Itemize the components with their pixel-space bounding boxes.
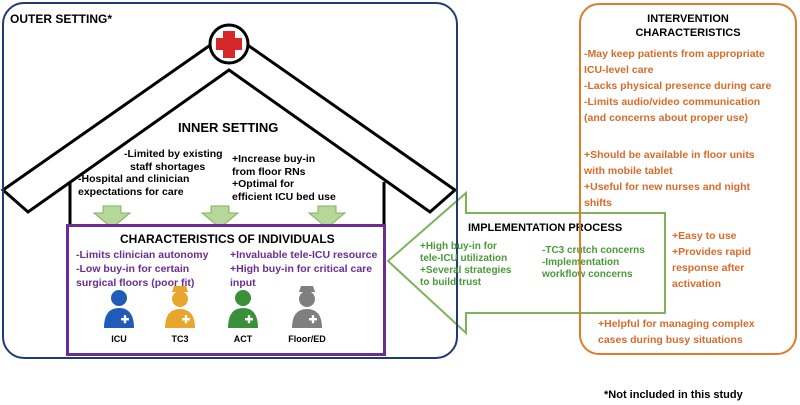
intervention-negative-line: ICU-level care xyxy=(584,64,654,76)
intervention-frame xyxy=(579,3,797,355)
inner-negative-line: -Hospital and clinician xyxy=(78,173,190,185)
individuals-title: CHARACTERISTICS OF INDIVIDUALS xyxy=(120,232,335,246)
intervention-positive-line: with mobile tablet xyxy=(584,165,673,177)
individual-positive-line: input xyxy=(230,277,256,289)
individual-negative-line: -Low buy-in for certain xyxy=(76,263,190,275)
floor-ed-nurse-icon xyxy=(292,286,322,328)
down-arrow-right xyxy=(307,205,347,229)
inner-setting-positives: +Increase buy-in from floor RNs +Optimal… xyxy=(232,153,336,203)
person-label-act: ACT xyxy=(233,334,253,344)
intervention-positive-line: +Easy to use xyxy=(672,230,737,242)
intervention-positive-line: +Should be available in floor units xyxy=(584,149,755,161)
outer-setting-title: OUTER SETTING* xyxy=(10,12,113,26)
intervention-positive-line: activation xyxy=(672,278,722,290)
intervention-title-line: CHARACTERISTICS xyxy=(635,27,741,39)
inner-negative-line: expectations for care xyxy=(78,185,184,198)
intervention-negative-line: (and concerns about proper use) xyxy=(584,112,748,124)
inner-positive-line: from floor RNs xyxy=(232,165,306,178)
individuals-negatives: -Limits clinician autonomy -Low buy-in f… xyxy=(76,248,208,290)
person-label-tc3: TC3 xyxy=(171,334,189,344)
intervention-positive-line: cases during busy situations xyxy=(598,334,743,346)
implementation-positives: +High buy-in for tele-ICU utilization +S… xyxy=(420,241,511,289)
intervention-positives-c: +Helpful for managing complex cases duri… xyxy=(598,316,755,348)
inner-negative-line: staff shortages xyxy=(130,160,206,173)
down-arrow-middle xyxy=(200,205,240,229)
implementation-negative-line: workflow concerns xyxy=(542,269,633,280)
icu-person-icon xyxy=(104,290,134,328)
individuals-positives: +Invaluable tele-ICU resource +High buy-… xyxy=(230,248,377,290)
individual-negative-line: -Limits clinician autonomy xyxy=(76,249,209,261)
footnote: *Not included in this study xyxy=(604,389,743,401)
hospital-cross-icon xyxy=(208,23,250,65)
intervention-positive-line: +Helpful for managing complex xyxy=(598,318,755,330)
intervention-title: INTERVENTION CHARACTERISTICS xyxy=(584,12,792,40)
outer-setting-frame xyxy=(2,2,458,359)
person-label-floor-ed: Floor/ED xyxy=(288,334,326,344)
intervention-positive-line: shifts xyxy=(584,197,613,209)
individual-positive-line: +Invaluable tele-ICU resource xyxy=(230,249,378,261)
implementation-positive-line: to build trust xyxy=(420,277,482,288)
intervention-negative-line: -May keep patients from appropriate xyxy=(584,48,765,60)
inner-positive-line: efficient ICU bed use xyxy=(232,190,336,203)
individuals-frame xyxy=(66,224,386,356)
tc3-nurse-icon xyxy=(165,286,195,328)
inner-positive-line: +Optimal for xyxy=(232,178,295,190)
inner-negative-line: -Limited by existing xyxy=(124,148,223,160)
inner-setting-negatives: -Limited by existing staff shortages -Ho… xyxy=(78,148,223,198)
down-arrow-left xyxy=(92,205,132,229)
intervention-positives-b: +Easy to use +Provides rapid response af… xyxy=(672,228,751,292)
intervention-positive-line: response after xyxy=(672,262,745,274)
intervention-negative-line: -Limits audio/video communication xyxy=(584,96,761,108)
implementation-negative-line: -TC3 crutch concerns xyxy=(542,245,645,256)
individual-negative-line: surgical floors (poor fit) xyxy=(76,277,195,289)
individual-positive-line: +High buy-in for critical care xyxy=(230,263,373,275)
implementation-positive-line: +Several strategies xyxy=(420,265,512,276)
inner-positive-line: +Increase buy-in xyxy=(232,153,316,165)
intervention-positive-line: +Provides rapid xyxy=(672,246,752,258)
person-label-icu: ICU xyxy=(111,334,127,344)
intervention-positive-line: +Useful for new nurses and night xyxy=(584,181,750,193)
intervention-negatives: -May keep patients from appropriate ICU-… xyxy=(584,46,771,126)
implementation-positive-line: tele-ICU utilization xyxy=(420,253,508,264)
inner-setting-title: INNER SETTING xyxy=(178,120,279,135)
intervention-positives-a: +Should be available in floor units with… xyxy=(584,147,755,211)
intervention-negative-line: -Lacks physical presence during care xyxy=(584,80,772,92)
act-person-icon xyxy=(228,290,258,328)
implementation-title: IMPLEMENTATION PROCESS xyxy=(468,222,623,234)
intervention-title-line: INTERVENTION xyxy=(647,13,729,25)
implementation-positive-line: +High buy-in for xyxy=(420,241,497,252)
